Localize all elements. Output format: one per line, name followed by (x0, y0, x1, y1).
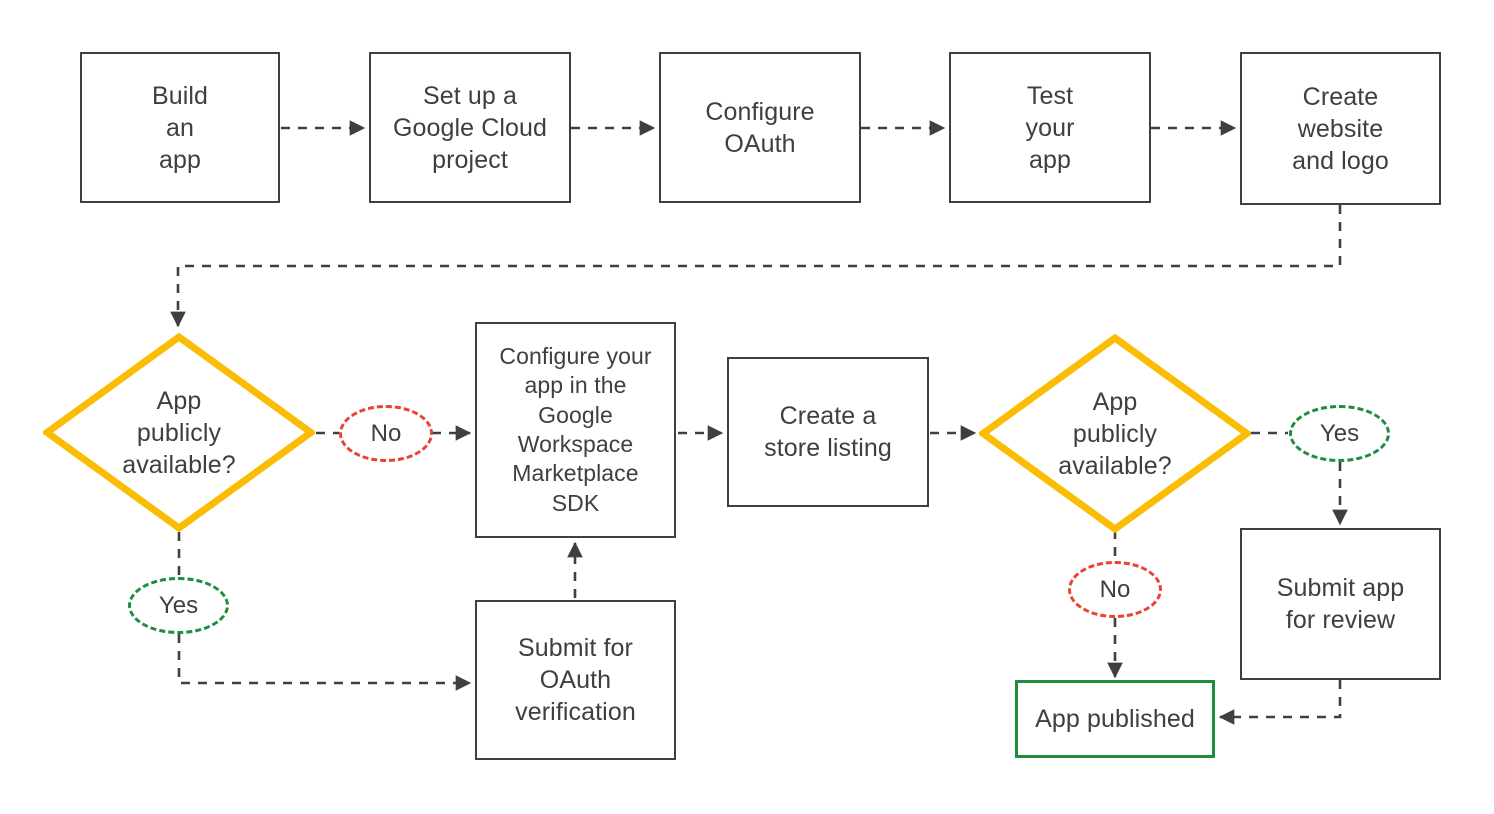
node-configure-app-sdk[interactable]: Configure your app in the Google Workspa… (475, 322, 676, 538)
node-label: Test your app (1025, 81, 1075, 174)
node-label: Build an app (151, 81, 209, 174)
node-app-published[interactable]: App published (1015, 680, 1215, 758)
node-label: App publicly available? (1058, 387, 1172, 480)
node-app-publicly-available-2[interactable]: App publicly available? (979, 334, 1251, 533)
edge-label-text: No (370, 419, 402, 447)
node-app-publicly-available-1[interactable]: App publicly available? (43, 333, 315, 532)
node-label: Submit app for review (1276, 574, 1405, 634)
node-configure-oauth[interactable]: Configure OAuth (659, 52, 861, 203)
node-set-up-gcp-project[interactable]: Set up a Google Cloud project (369, 52, 571, 203)
node-create-store-listing[interactable]: Create a store listing (727, 357, 929, 507)
node-submit-app-for-review[interactable]: Submit app for review (1240, 528, 1441, 680)
edge-label-no-2: No (1068, 561, 1162, 618)
node-label: App publicly available? (122, 386, 236, 479)
diamond-shape (979, 334, 1251, 533)
node-submit-oauth-verification[interactable]: Submit for OAuth verification (475, 600, 676, 760)
diamond-shape (43, 333, 315, 532)
edge-label-yes-2: Yes (1289, 405, 1390, 462)
edge-label-text: No (1099, 575, 1131, 603)
node-build-an-app[interactable]: Build an app (80, 52, 280, 203)
node-label: App published (1035, 705, 1195, 733)
edge-label-no-1: No (339, 405, 433, 462)
node-label: Create a store listing (764, 402, 892, 462)
node-label: Configure your app in the Google Workspa… (499, 342, 652, 516)
node-label: Submit for OAuth verification (515, 634, 636, 726)
node-test-your-app[interactable]: Test your app (949, 52, 1151, 203)
node-create-website-and-logo[interactable]: Create website and logo (1240, 52, 1441, 205)
edge-label-yes-1: Yes (128, 577, 229, 634)
node-label: Configure OAuth (705, 97, 815, 158)
edge-label-text: Yes (1319, 419, 1360, 447)
node-label: Create website and logo (1292, 82, 1389, 175)
node-label: Set up a Google Cloud project (392, 81, 548, 174)
edge-label-text: Yes (158, 591, 199, 619)
